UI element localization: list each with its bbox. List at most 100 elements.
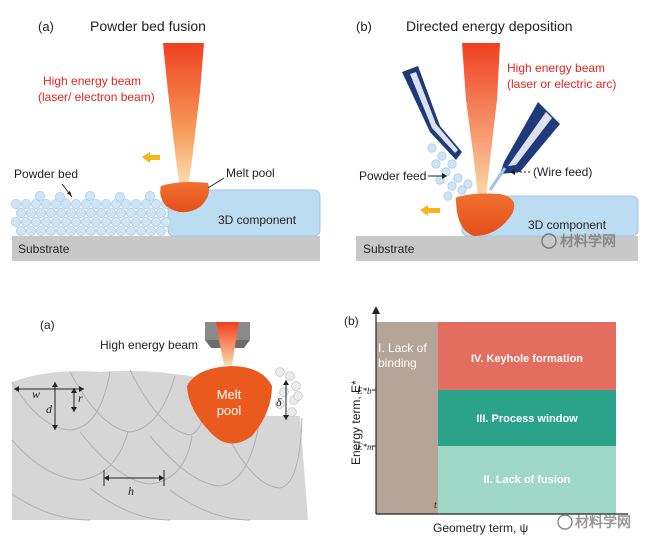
scan-direction-arrow xyxy=(142,152,160,163)
wechat-icon-d xyxy=(557,514,573,530)
melt-label-line2: pool xyxy=(217,403,242,418)
melt-pool-pointer-a xyxy=(207,177,225,189)
dimension-arrowheads xyxy=(14,380,289,481)
powder-particle xyxy=(121,216,132,227)
wechat-icon xyxy=(541,233,557,249)
powder-particle xyxy=(35,190,46,201)
powder-particle xyxy=(126,207,137,218)
beam-label-a-line1: High energy beam xyxy=(43,74,141,88)
wire-nozzle-channel xyxy=(508,112,552,166)
powder-particle xyxy=(71,198,82,209)
powder-particle xyxy=(427,143,437,153)
melt-label-line1: Melt xyxy=(217,387,242,402)
watermark-d: 材料学网 xyxy=(557,514,631,531)
powder-particle xyxy=(46,225,57,236)
region-1-label-line1: I. Lack of xyxy=(378,341,427,355)
substrate-a-label: Substrate xyxy=(18,242,70,256)
powder-particle xyxy=(115,191,126,202)
powder-particle xyxy=(437,151,447,161)
powder-particle xyxy=(140,216,151,227)
3d-component-a xyxy=(167,189,321,237)
powder-particle xyxy=(106,207,117,218)
watermark-text-b: 材料学网 xyxy=(560,233,616,250)
powder-particle xyxy=(85,190,96,201)
powder-particle xyxy=(61,198,72,209)
powder-particle xyxy=(96,225,107,236)
powder-particle xyxy=(91,216,102,227)
powder-particle xyxy=(447,181,457,191)
powder-layer-particles xyxy=(275,367,303,417)
powder-feed-pointer-head xyxy=(442,173,447,179)
width-symbol: w xyxy=(32,387,40,401)
region-process-window xyxy=(438,390,616,446)
powder-particle xyxy=(130,216,141,227)
powder-particle xyxy=(126,225,137,236)
wire-feed-pointer-head xyxy=(510,169,515,175)
panel-b-title: Directed energy deposition xyxy=(406,18,573,34)
powder-particle xyxy=(106,225,117,236)
powder-particle xyxy=(30,216,41,227)
powder-particle xyxy=(66,207,77,218)
powder-particle xyxy=(51,216,62,227)
layer-thickness-symbol: δ xyxy=(276,395,282,409)
powder-particle xyxy=(20,216,31,227)
component-a-label: 3D component xyxy=(218,213,297,227)
powder-particle xyxy=(81,216,92,227)
hatch-symbol: h xyxy=(128,484,134,498)
powder-particle xyxy=(150,198,161,209)
powder-particle xyxy=(155,225,166,236)
substrate-b xyxy=(356,236,638,261)
powder-particle xyxy=(76,207,87,218)
watermark-text-d: 材料学网 xyxy=(575,514,631,531)
powder-bed-label: Powder bed xyxy=(14,167,78,181)
powder-particle xyxy=(101,198,112,209)
powder-particle xyxy=(56,225,67,236)
powder-bed-pointer-head xyxy=(67,191,72,197)
powder-particle xyxy=(135,225,146,236)
powder-particle xyxy=(15,225,26,236)
powder-particle xyxy=(81,198,92,209)
powder-particle xyxy=(10,216,21,227)
powder-particle xyxy=(56,207,67,218)
tick-eb: E*b xyxy=(356,386,372,396)
powder-particle xyxy=(25,207,36,218)
powder-particle xyxy=(46,207,57,218)
energy-beam xyxy=(163,43,204,188)
powder-particle xyxy=(36,207,47,218)
powder-particle xyxy=(91,198,102,209)
panel-a-label: (a) xyxy=(38,19,54,34)
powder-particle xyxy=(25,225,36,236)
energy-beam-b xyxy=(462,43,500,198)
panel-a-title: Powder bed fusion xyxy=(90,18,206,34)
powder-particle xyxy=(130,198,141,209)
tick-em: E*m xyxy=(356,442,374,452)
powder-particle xyxy=(275,367,285,377)
powder-feed-label: Powder feed xyxy=(359,169,426,183)
powder-particle xyxy=(285,371,295,381)
panel-directed-energy-deposition: (b) Directed energy deposition High ener… xyxy=(356,18,639,261)
powder-particle xyxy=(86,207,97,218)
powder-particle xyxy=(443,191,453,201)
powder-particle xyxy=(457,185,467,195)
panel-melt-pool-geometry: (a) High energy beam Melt pool xyxy=(11,318,308,521)
powder-particle xyxy=(160,216,171,227)
powder-particle xyxy=(121,198,132,209)
powder-particle xyxy=(71,216,82,227)
powder-particle xyxy=(140,198,151,209)
track-outlines xyxy=(11,369,303,521)
y-axis-arrow xyxy=(372,306,380,314)
watermark-b: 材料学网 xyxy=(541,233,616,250)
y-axis-title: Energy term, E* xyxy=(349,380,363,465)
powder-particle xyxy=(144,190,155,201)
powder-particle xyxy=(447,159,457,169)
region-2-label: II. Lack of fusion xyxy=(484,474,571,486)
powder-particle xyxy=(287,407,297,417)
substrate-b-label: Substrate xyxy=(363,242,415,256)
panel-c-label: (a) xyxy=(40,318,55,332)
melt-pool-c xyxy=(187,366,272,444)
powder-particle xyxy=(293,391,303,401)
region-3-label: III. Process window xyxy=(476,413,578,425)
region-4-label: IV. Keyhole formation xyxy=(471,353,583,365)
powder-particle xyxy=(111,216,122,227)
powder-particle xyxy=(135,207,146,218)
